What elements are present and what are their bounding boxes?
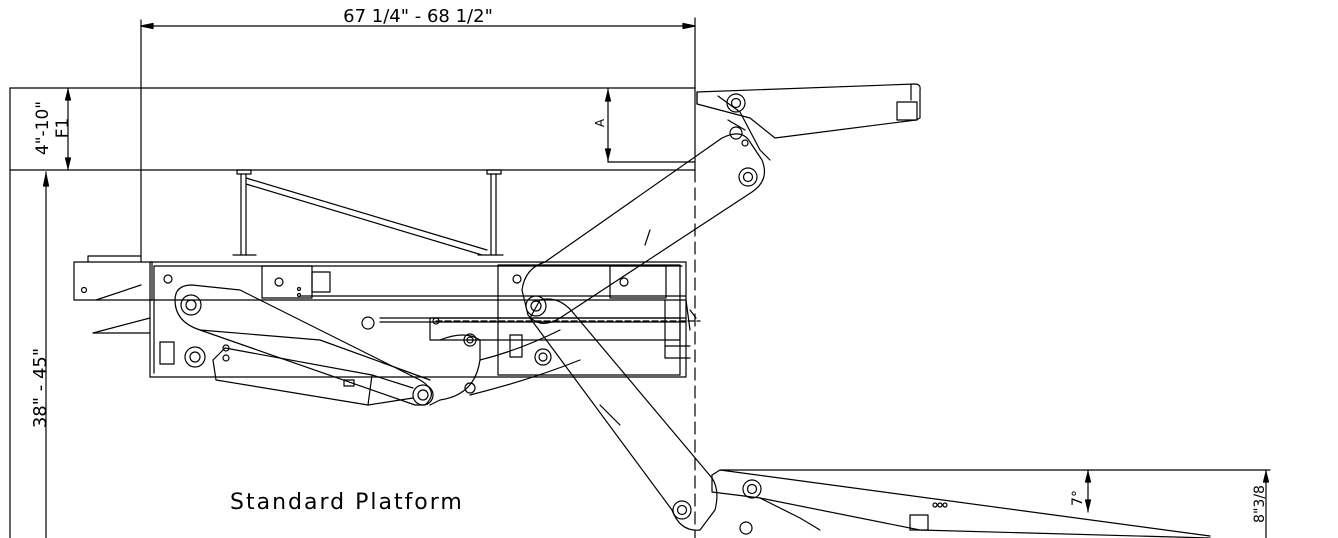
width-dimension xyxy=(140,17,696,263)
floor-height-dimension xyxy=(64,87,72,171)
clearance-marker: A xyxy=(593,118,607,127)
floor-height-label: 4"-10" xyxy=(33,101,53,155)
lower-arm xyxy=(529,298,762,535)
upper-arm xyxy=(521,93,765,324)
rear-extension xyxy=(73,255,153,334)
truck-bed xyxy=(9,87,696,538)
deployed-platform xyxy=(711,469,1271,538)
stowed-platform xyxy=(696,83,921,161)
bed-height-label: 38" - 45" xyxy=(30,348,51,428)
width-dimension-label: 67 1/4" - 68 1/2" xyxy=(343,6,493,27)
lift-mechanism xyxy=(174,284,701,406)
mount-brackets xyxy=(232,169,504,256)
bed-height-dimension xyxy=(42,171,50,538)
platform-drop-label: 8"3/8 xyxy=(1252,485,1268,523)
caption: Standard Platform xyxy=(230,490,464,515)
main-frame xyxy=(149,261,691,378)
tilt-angle-label: 7° xyxy=(1070,490,1086,506)
floor-f1-label: F1 xyxy=(53,118,73,139)
